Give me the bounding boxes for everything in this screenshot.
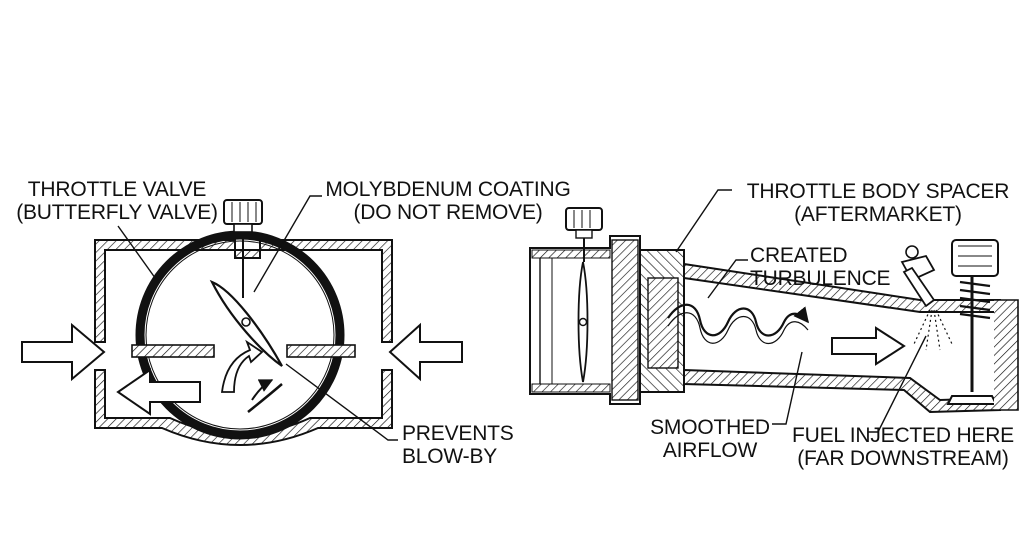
label-line: (AFTERMARKET)	[794, 203, 962, 226]
leader-spacer	[675, 189, 732, 253]
label-throttle-valve: THROTTLE VALVE (BUTTERFLY VALVE)	[10, 178, 224, 224]
leader-molybdenum	[253, 195, 322, 293]
label-line: TURBULENCE	[750, 267, 891, 290]
label-line: THROTTLE BODY SPACER	[746, 180, 1010, 203]
label-smoothed-airflow: SMOOTHED AIRFLOW	[648, 416, 772, 462]
intake-tract-cutaway	[529, 189, 1019, 433]
left-outflow-arrow	[116, 368, 201, 416]
label-line: THROTTLE VALVE	[27, 178, 207, 201]
label-line: MOLYBDENUM COATING	[325, 178, 571, 201]
leader-smoothed	[772, 351, 803, 425]
curved-flow-arrow-1	[220, 339, 264, 393]
valve-cap	[951, 239, 999, 277]
valve-bar-left	[131, 344, 215, 358]
left-inflow-arrow	[21, 322, 106, 382]
label-fuel-injected-here: FUEL INJECTED HERE (FAR DOWNSTREAM)	[790, 424, 1016, 470]
curved-flow-arrow-2	[251, 379, 274, 401]
label-line: (FAR DOWNSTREAM)	[797, 447, 1009, 470]
right-inflow-arrow	[388, 322, 463, 382]
label-line: CREATED	[750, 244, 848, 267]
label-line: AIRFLOW	[662, 439, 758, 462]
label-created-turbulence: CREATED TURBULENCE	[750, 244, 900, 290]
label-molybdenum-coating: MOLYBDENUM COATING (DO NOT REMOVE)	[316, 178, 580, 224]
smoothed-airflow-arrow	[831, 326, 906, 366]
label-throttle-body-spacer: THROTTLE BODY SPACER (AFTERMARKET)	[732, 180, 1024, 226]
fuel-injector	[900, 245, 936, 308]
fuel-spray	[913, 309, 953, 351]
throttle-bore-ring	[135, 230, 345, 440]
intake-runner-floor	[683, 368, 1001, 414]
throttle-valve-cutaway	[21, 195, 463, 446]
label-line: SMOOTHED	[650, 416, 770, 439]
leader-throttle-valve	[117, 225, 159, 283]
leader-prevents	[285, 363, 398, 441]
leader-turbulence	[707, 259, 748, 299]
label-line: FUEL INJECTED HERE	[792, 424, 1014, 447]
label-line: PREVENTS	[402, 422, 514, 445]
leader-fuel	[868, 335, 927, 433]
label-line: (DO NOT REMOVE)	[353, 201, 543, 224]
valve-housing	[94, 239, 393, 343]
valve-bar-right	[286, 344, 356, 358]
valve-spring	[959, 280, 991, 320]
label-line: BLOW-BY	[402, 445, 498, 468]
label-line: (BUTTERFLY VALVE)	[16, 201, 218, 224]
turbulence-arrow	[667, 303, 809, 337]
label-prevents-blow-by: PREVENTS BLOW-BY	[402, 422, 522, 468]
